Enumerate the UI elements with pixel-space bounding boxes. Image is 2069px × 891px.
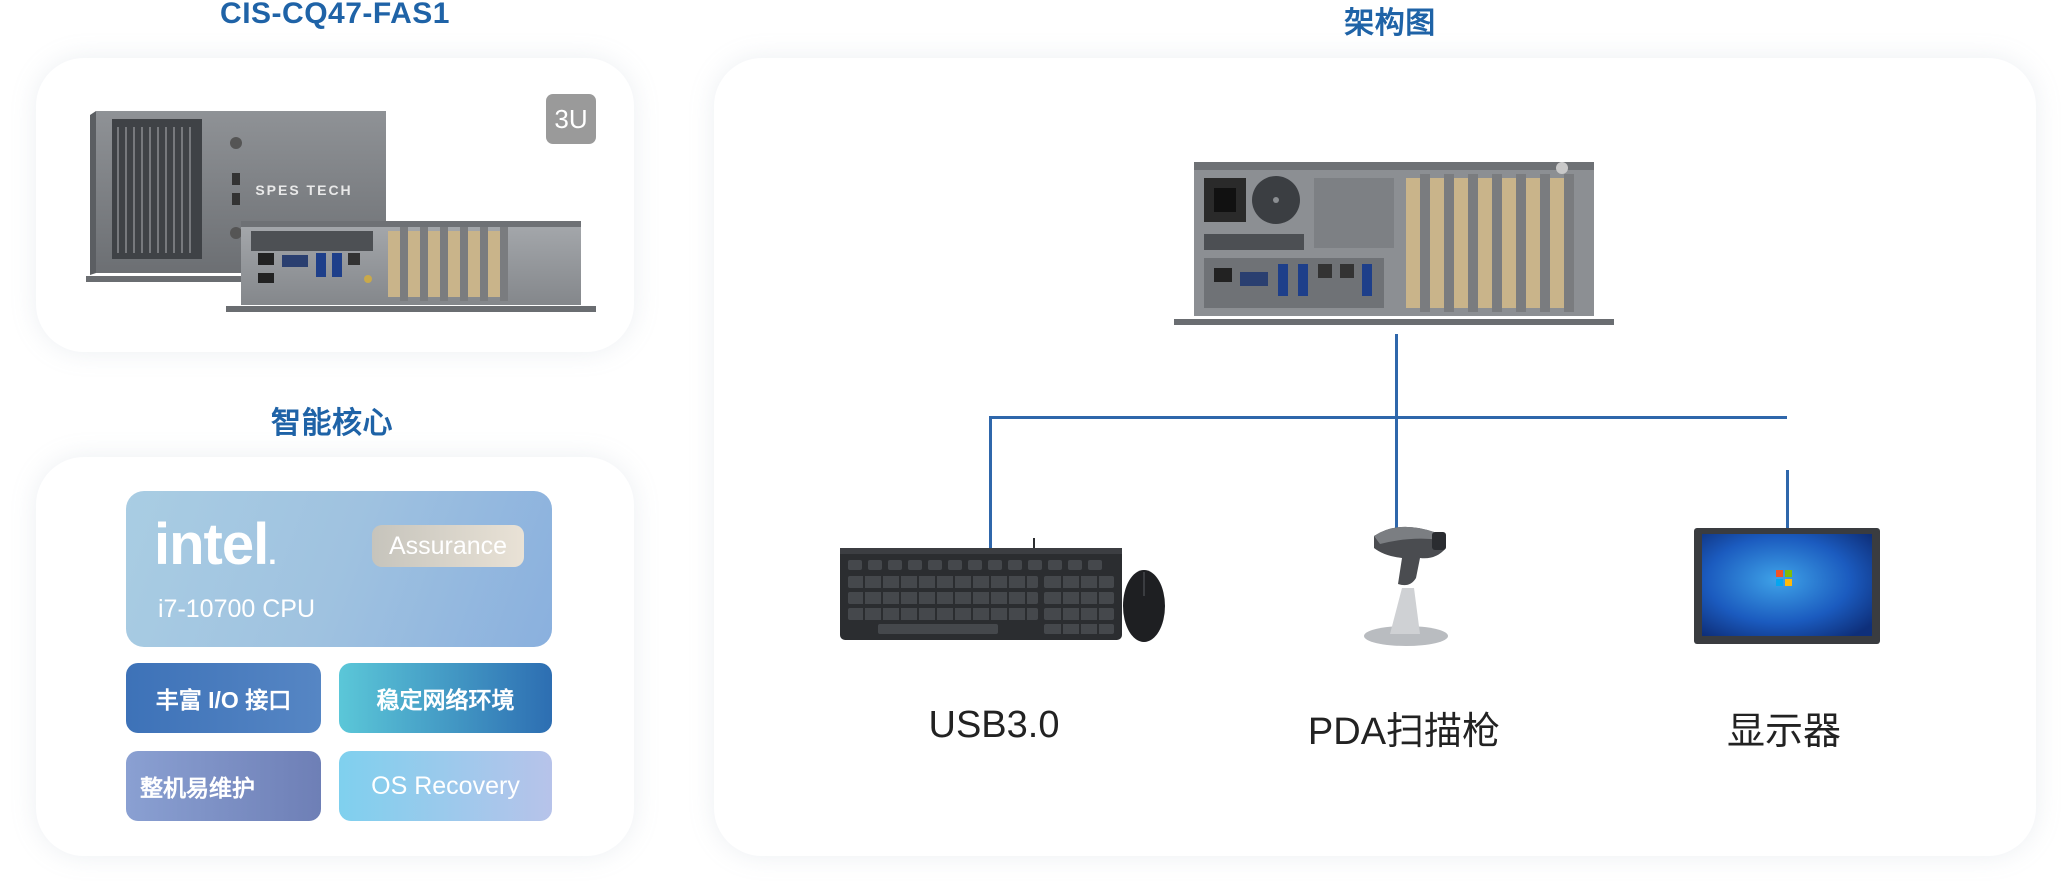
product-card: SPES TECH 3U xyxy=(36,58,634,352)
device-label-monitor: 显示器 xyxy=(1726,711,1841,753)
model-title: CIS-CQ47-FAS1 xyxy=(220,0,450,30)
device-label-usb: USB3.0 xyxy=(928,704,1060,746)
keyboard-mouse-icon xyxy=(840,538,1165,642)
architecture-title: 架构图 xyxy=(1344,7,1436,40)
intel-panel: intel. Assurance i7-10700 CPU xyxy=(126,491,552,647)
assurance-badge: Assurance xyxy=(372,525,524,567)
cpu-model: i7-10700 CPU xyxy=(158,595,316,623)
barcode-scanner-icon xyxy=(1364,526,1448,646)
feature-easy-maintenance: 整机易维护 xyxy=(126,751,321,821)
connector-bus xyxy=(989,416,1787,419)
product-brand-logo: SPES TECH xyxy=(255,182,352,198)
device-label-scanner: PDA扫描枪 xyxy=(1307,711,1501,753)
connector-left xyxy=(989,416,992,562)
industrial-pc-image: SPES TECH xyxy=(86,111,596,312)
intel-logo: intel. xyxy=(154,512,277,577)
connector-trunk xyxy=(1395,334,1398,544)
monitor-icon xyxy=(1694,528,1880,644)
host-pc-image xyxy=(1174,162,1614,325)
feature-io-interface: 丰富 I/O 接口 xyxy=(126,663,321,733)
connector-right xyxy=(1786,470,1789,570)
architecture-card: USB3.0 PDA扫描枪 显示器 xyxy=(714,58,2036,856)
core-title: 智能核心 xyxy=(271,407,393,440)
rack-size-badge: 3U xyxy=(546,94,596,144)
feature-os-recovery: OS Recovery xyxy=(339,751,552,821)
core-card: intel. Assurance i7-10700 CPU 丰富 I/O 接口 … xyxy=(36,457,634,856)
feature-stable-network: 稳定网络环境 xyxy=(339,663,552,733)
